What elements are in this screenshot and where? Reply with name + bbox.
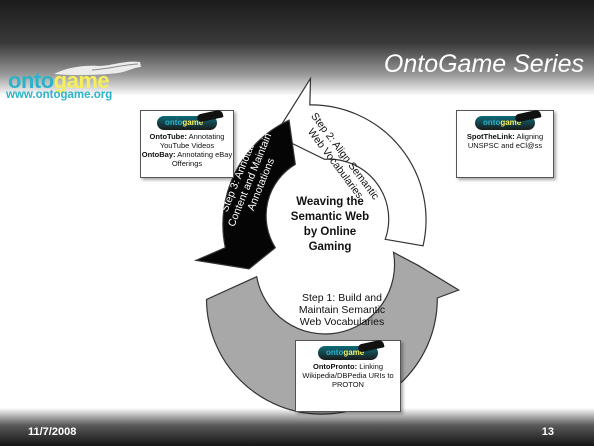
game-name: SpotTheLink:	[466, 132, 515, 141]
step1-line: Maintain Semantic	[298, 304, 386, 316]
ontogame-mini-logo-icon: ontogame	[475, 116, 535, 130]
game-name: OntoPronto:	[312, 362, 358, 371]
game-entry: OntoTube: Annotating YouTube Videos	[141, 132, 233, 150]
center-line: Semantic Web	[290, 211, 370, 223]
slide-title: OntoGame Series	[383, 50, 584, 78]
ontogame-mini-logo-icon: ontogame	[318, 346, 378, 360]
step3-arrow	[193, 119, 296, 270]
mini-logo-game: game	[343, 348, 365, 357]
game-entry: OntoPronto: Linking Wikipedia/DBPedia UR…	[296, 362, 400, 389]
ontogame-mini-logo-icon: ontogame	[157, 116, 217, 130]
logo-url: www.ontogame.org	[6, 89, 113, 101]
game-description: Annotating eBay Offerings	[171, 150, 233, 168]
step2-arrow	[274, 76, 427, 247]
cycle-center-text: Weaving the Semantic Web by Online Gamin…	[282, 195, 378, 255]
jaguar-logo-icon	[54, 61, 141, 76]
logo-wordmark: ontogame	[8, 68, 110, 94]
page-number: 13	[541, 426, 554, 438]
step1-line: Step 1: Build and	[302, 292, 382, 304]
step1-label: Step 1: Build and Maintain Semantic Web …	[292, 292, 392, 328]
footer-date: 11/7/2008	[28, 426, 77, 438]
center-line: by Online Gaming	[303, 226, 357, 253]
mini-logo-onto: onto	[165, 118, 183, 127]
footer-band	[0, 408, 594, 446]
game-description: Linking Wikipedia/DBPedia URIs to PROTON	[302, 362, 394, 389]
mini-logo-game: game	[500, 118, 522, 127]
mini-logo-onto: onto	[483, 118, 501, 127]
game-name: OntoTube:	[149, 132, 187, 141]
game-entry: SpotTheLink: Aligning UNSPSC and eCl@ss	[457, 132, 553, 150]
logo-word-game: game	[53, 68, 110, 93]
logo-word-onto: onto	[8, 68, 54, 93]
games-box-alignment: ontogame SpotTheLink: Aligning UNSPSC an…	[456, 110, 554, 178]
game-entry: OntoBay: Annotating eBay Offerings	[141, 150, 233, 168]
center-line: Weaving the	[296, 196, 364, 208]
games-box-vocabularies: ontogame OntoPronto: Linking Wikipedia/D…	[295, 340, 401, 412]
ontogame-logo: ontogame www.ontogame.org	[6, 56, 146, 108]
mini-logo-onto: onto	[326, 348, 344, 357]
step1-line: Web Vocabularies	[299, 316, 385, 328]
game-description: Aligning UNSPSC and eCl@ss	[467, 132, 544, 150]
game-name: OntoBay:	[141, 150, 176, 159]
game-description: Annotating YouTube Videos	[159, 132, 225, 150]
header-band	[0, 0, 594, 96]
games-box-annotation: ontogame OntoTube: Annotating YouTube Vi…	[140, 110, 234, 178]
mini-logo-game: game	[182, 118, 204, 127]
